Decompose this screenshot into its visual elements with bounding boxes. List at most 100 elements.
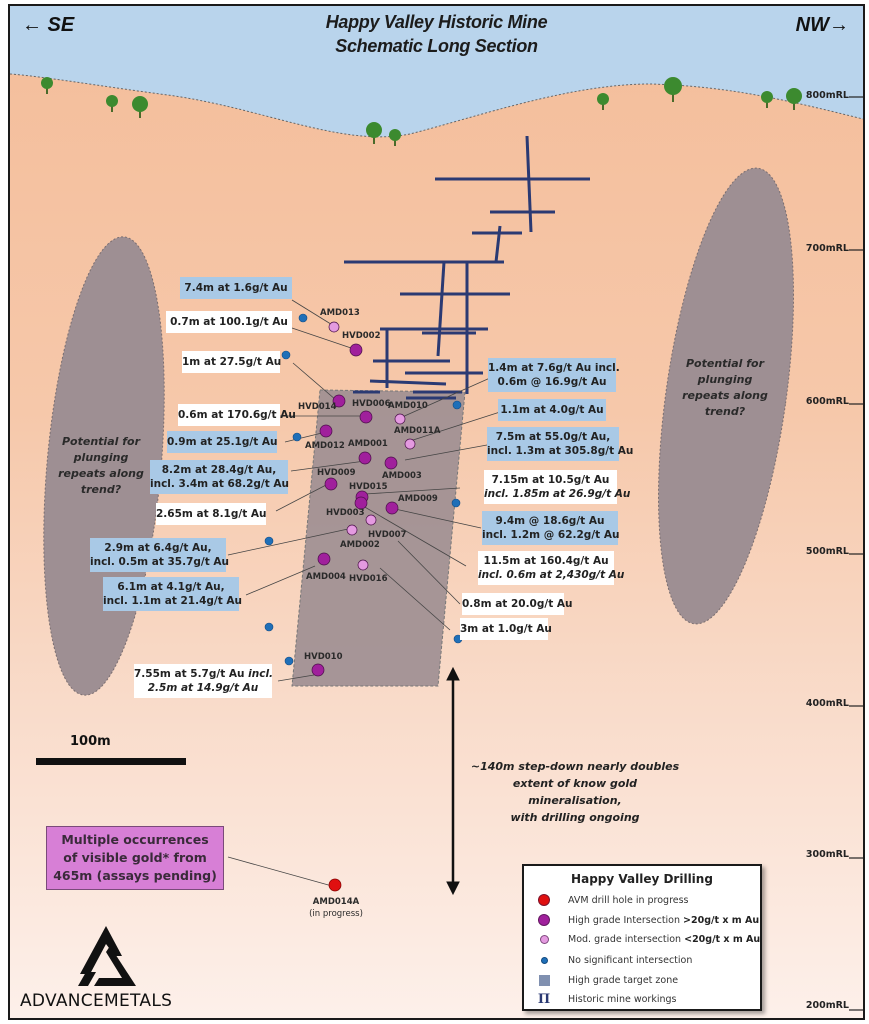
no-significant-dot: [264, 536, 274, 546]
tree-icon: [41, 77, 53, 94]
intercept-label-hvd009: 2.65m at 8.1g/t Au: [156, 503, 267, 525]
legend-item: Π Historic mine workings: [537, 991, 677, 1007]
intercept-label-amd013: 7.4m at 1.6g/t Au: [180, 277, 292, 299]
legend-item: Mod. grade intersection <20g/t x m Au: [532, 930, 760, 948]
hole-label: AMD002: [340, 540, 380, 550]
hole-label: AMD010: [388, 401, 428, 411]
hole-dot-AMD001: [358, 451, 372, 465]
intersection-holes: [311, 321, 416, 892]
hole-dot-HVD003: [354, 496, 368, 510]
tree-icon: [132, 96, 148, 118]
tree-icon: [106, 95, 118, 112]
intercept-label-amd010: 1.4m at 7.6g/t Au incl.0.6m @ 16.9g/t Au: [488, 358, 620, 392]
hole-label: AMD009: [398, 494, 438, 504]
legend-title: Happy Valley Drilling: [571, 872, 713, 886]
hole-dot-HVD016: [357, 559, 369, 571]
rl-label-400: 400mRL: [805, 698, 849, 709]
tree-icon: [664, 77, 682, 102]
potential-zone-right: [658, 167, 794, 625]
hole-dot-HVD014: [332, 394, 346, 408]
no-significant-dot: [284, 656, 294, 666]
intercept-label-hvd016: 3m at 1.0g/t Au: [460, 618, 552, 640]
hole-dot-HVD007: [365, 514, 377, 526]
intercept-label-hvd010: 7.55m at 5.7g/t Au incl.2.5m at 14.9g/t …: [134, 664, 273, 698]
hole-label: AMD003: [382, 471, 422, 481]
hole-dot-AMD014A: [328, 878, 342, 892]
intercept-label-amd003: 7.5m at 55.0g/t Au,incl. 1.3m at 305.8g/…: [487, 427, 633, 461]
hole-label-amd014a: AMD014A(in progress): [309, 897, 363, 919]
sky: [10, 6, 863, 137]
tree-icon: [389, 129, 401, 146]
hole-label: HVD014: [298, 402, 337, 412]
hole-dot-AMD011A: [404, 438, 416, 450]
no-significant-dot: [292, 432, 302, 442]
rl-label-200: 200mRL: [805, 1000, 849, 1011]
pink-dot-icon: [539, 934, 549, 944]
grey-square-icon: [538, 974, 550, 986]
no-significant-holes: [264, 313, 463, 666]
legend-item: High grade target zone: [532, 971, 678, 989]
legend-item: No significant intersection: [532, 951, 692, 969]
hole-dot-HVD009: [324, 477, 338, 491]
intercept-label-amd004: 6.1m at 4.1g/t Au,incl. 1.1m at 21.4g/t …: [103, 577, 242, 611]
hole-dot-AMD009: [385, 501, 399, 515]
red-dot-icon: [538, 894, 550, 906]
hole-label: HVD003: [326, 508, 365, 518]
intercept-label-hvd002: 0.7m at 100.1g/t Au: [166, 311, 292, 333]
hole-label: HVD007: [368, 530, 407, 540]
legend-item: AVM drill hole in progress: [532, 891, 689, 909]
hole-dot-AMD003: [384, 456, 398, 470]
hole-label: AMD012: [305, 441, 345, 451]
rl-label-500: 500mRL: [805, 546, 849, 557]
hole-label: AMD001: [348, 439, 388, 449]
hole-dot-AMD013: [328, 321, 340, 333]
hole-dot-HVD006: [359, 410, 373, 424]
legend-item: High grade Intersection >20g/t x m Au: [532, 911, 759, 929]
no-significant-dot: [281, 350, 291, 360]
hole-dot-AMD010: [394, 413, 406, 425]
no-significant-dot: [451, 498, 461, 508]
no-significant-dot: [264, 622, 274, 632]
hole-dot-AMD012: [319, 424, 333, 438]
hole-label: AMD013: [320, 308, 360, 318]
rl-label-600: 600mRL: [805, 396, 849, 407]
direction-nw: NW→: [795, 14, 849, 36]
hole-dot-HVD002: [349, 343, 363, 357]
hole-label: HVD009: [317, 468, 356, 478]
intercept-label-amd011a: 1.1m at 4.0g/t Au: [498, 399, 606, 421]
hole-label: HVD016: [349, 574, 388, 584]
hole-dot-AMD004: [317, 552, 331, 566]
intercept-label-amd001: 8.2m at 28.4g/t Au,incl. 3.4m at 68.2g/t…: [150, 460, 289, 494]
advancemetals-logo-text: ADVANCEMETALS: [20, 991, 173, 1011]
direction-se: ← SE: [22, 14, 75, 36]
step-down-arrow: [446, 666, 460, 896]
hole-label: HVD006: [352, 399, 391, 409]
hole-dot-HVD010: [311, 663, 325, 677]
intercept-label-hvd007: 0.8m at 20.0g/t Au: [462, 593, 573, 615]
leader-lines: [227, 299, 501, 887]
tree-icon: [597, 93, 609, 110]
hole-label: AMD004: [306, 572, 346, 582]
tree-icon: [786, 88, 802, 110]
long-section-frame: ← SE NW→ Happy Valley Historic Mine Sche…: [8, 4, 865, 1020]
blue-dot-icon: [540, 956, 548, 964]
trees: [41, 77, 802, 146]
ground-surface-line: [10, 73, 863, 138]
intercept-label-amd002: 2.9m at 6.4g/t Au,incl. 0.5m at 35.7g/t …: [90, 538, 229, 572]
tree-icon: [761, 91, 773, 108]
hole-label: HVD010: [304, 652, 343, 662]
hole-label: AMD011A: [394, 426, 441, 436]
no-significant-dot: [452, 400, 462, 410]
hole-dot-AMD002: [346, 524, 358, 536]
rl-axis: [849, 96, 863, 1011]
rl-label-800: 800mRL: [805, 90, 849, 101]
purple-dot-icon: [538, 914, 550, 926]
hole-label: HVD015: [349, 482, 388, 492]
advancemetals-logo-mark: [78, 926, 136, 986]
